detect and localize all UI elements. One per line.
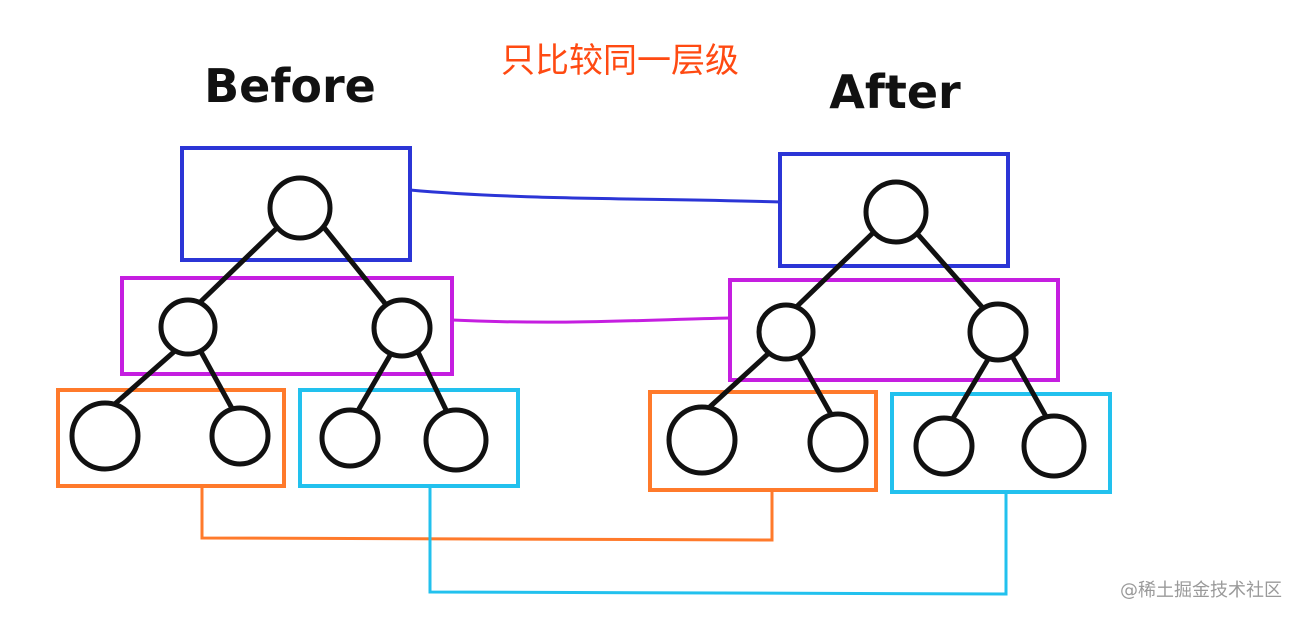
level1-link xyxy=(409,188,783,204)
after-leaf-3 xyxy=(913,415,975,477)
before-root-node xyxy=(267,175,333,241)
after-tree-edges xyxy=(699,227,1051,423)
after-leaf-2 xyxy=(807,411,869,473)
before-leaf-2 xyxy=(209,405,271,467)
after-level1-box xyxy=(778,152,1010,268)
caption: 只比较同一层级 xyxy=(501,41,739,81)
before-tree-nodes xyxy=(69,175,489,473)
after-leaf-1 xyxy=(666,404,738,476)
before-level2-box xyxy=(120,276,454,376)
before-group-a-box xyxy=(56,388,286,488)
after-title: After xyxy=(829,65,961,119)
before-leaf-3 xyxy=(319,407,381,469)
after-tree-nodes xyxy=(666,179,1087,479)
after-level2-box xyxy=(728,278,1060,382)
watermark-text: @稀土掘金技术社区 xyxy=(1120,580,1282,601)
after-group-b-box xyxy=(890,392,1112,494)
level2-link xyxy=(451,316,731,324)
after-root-node xyxy=(863,179,929,245)
before-title: Before xyxy=(204,59,376,113)
before-leaf-4 xyxy=(423,407,489,473)
group-a-link xyxy=(200,486,774,542)
before-leaf-1 xyxy=(69,400,141,472)
before-tree-edges xyxy=(105,222,451,417)
after-group-a-box xyxy=(648,390,878,492)
after-node-r xyxy=(967,301,1029,363)
before-level1-box xyxy=(180,146,412,262)
after-leaf-4 xyxy=(1021,413,1087,479)
group-b-link xyxy=(428,486,1008,596)
before-node-l xyxy=(158,297,218,357)
before-node-r xyxy=(371,297,433,359)
after-node-l xyxy=(756,302,816,362)
before-group-b-box xyxy=(298,388,520,488)
